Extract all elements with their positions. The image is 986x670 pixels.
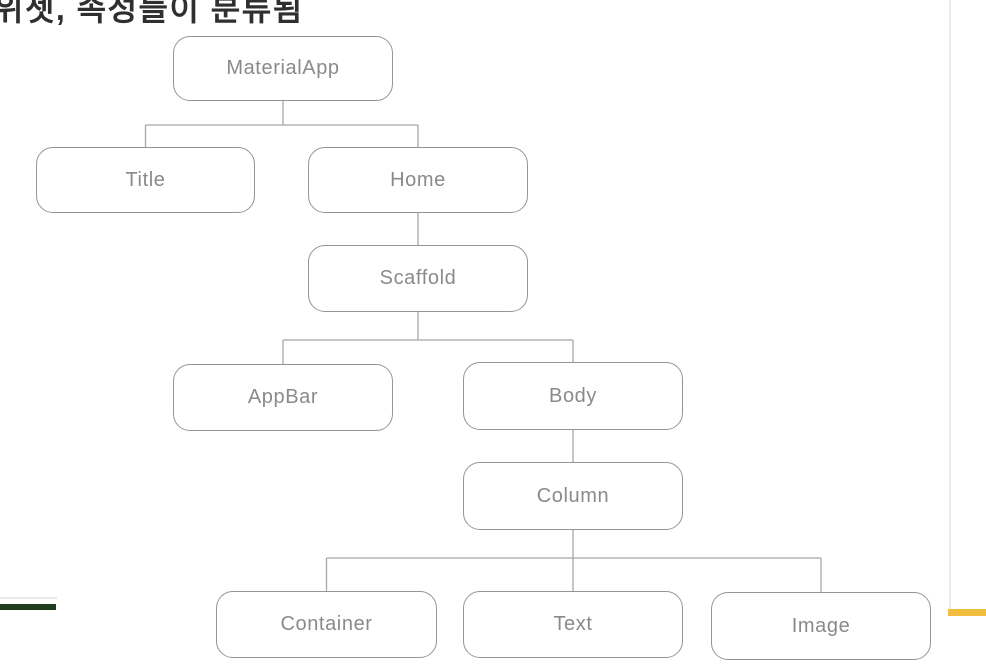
tree-node-container: Container	[216, 591, 437, 658]
tree-node-label: Container	[280, 613, 373, 635]
tree-node-label: AppBar	[247, 386, 319, 408]
tree-node-materialapp: MaterialApp	[173, 36, 393, 101]
tree-node-scaffold: Scaffold	[308, 245, 528, 312]
tree-node-label: Image	[791, 614, 851, 637]
tree-node-label: MaterialApp	[226, 57, 340, 79]
tree-node-body: Body	[463, 362, 683, 430]
green-progress-bar	[0, 604, 56, 610]
tree-node-label: Body	[549, 384, 597, 407]
tree-node-label: Scaffold	[379, 267, 457, 289]
right-vertical-rule	[949, 0, 951, 610]
tree-node-label: Home	[390, 168, 446, 191]
tree-node-column: Column	[463, 462, 683, 530]
tree-node-label: Text	[553, 613, 593, 635]
tree-node-label: Title	[125, 168, 166, 191]
orange-accent-bar	[948, 609, 986, 616]
tree-node-image: Image	[711, 592, 931, 660]
tree-node-home: Home	[308, 147, 528, 213]
tree-node-title: Title	[36, 147, 255, 213]
tree-node-label: Column	[536, 484, 610, 507]
slide-title: 위젯, 속성들이 분류됨	[0, 0, 304, 27]
tree-node-text: Text	[463, 591, 683, 658]
left-divider-line	[0, 597, 57, 599]
tree-node-appbar: AppBar	[173, 364, 393, 431]
